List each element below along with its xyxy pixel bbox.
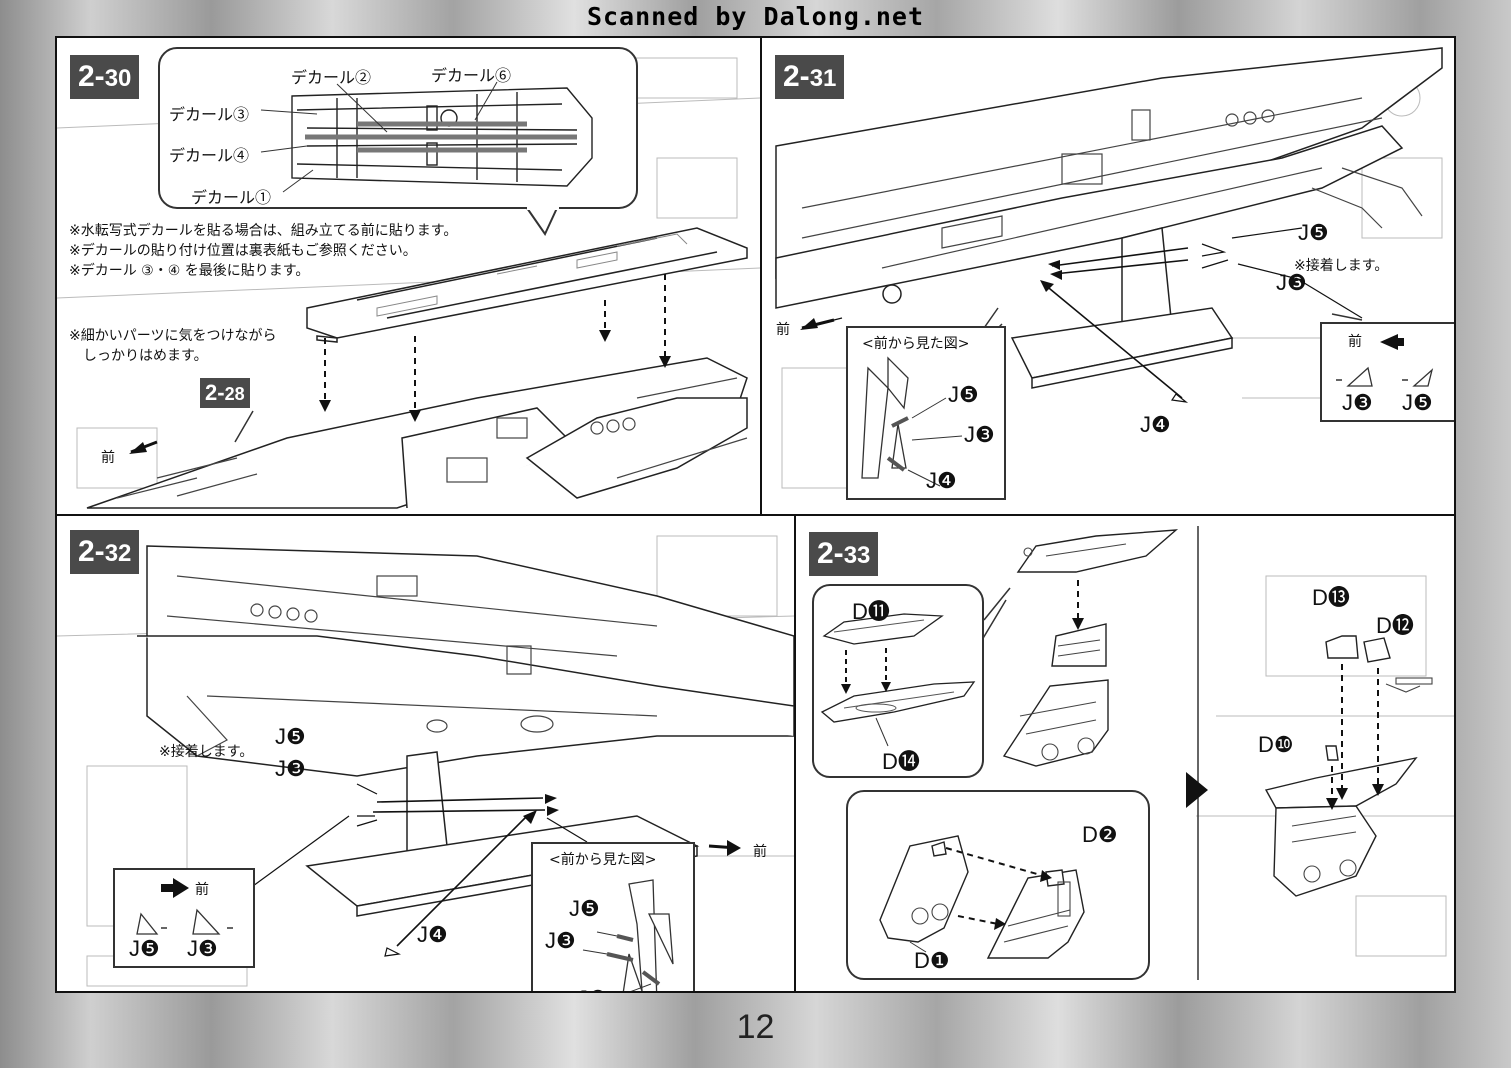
part-j4-label: J❹ — [417, 922, 448, 947]
decal-note-1: ※水転写式デカールを貼る場合は、組み立てる前に貼ります。 — [69, 223, 458, 239]
part-d13-label: D⓭ — [1312, 585, 1350, 610]
step-number: 2-32 — [70, 530, 140, 574]
part-j3-label: J❸ — [275, 756, 306, 781]
part-orientation-legend: 前 J❺ J❸ — [113, 868, 255, 968]
step-2-31-panel: 2-31 J❺ J❸ J❹ ※接着します。 前 <前から見た図> — [762, 38, 1454, 514]
legend-j5-label: J❺ — [1402, 390, 1433, 415]
step-number-suffix: 31 — [809, 65, 837, 92]
care-note-line-1: ※細かいパーツに気をつけながら — [69, 328, 277, 344]
front-view-title: <前から見た図> — [549, 852, 657, 868]
front-direction-label: 前 — [101, 450, 115, 466]
glue-note: ※接着します。 — [1294, 258, 1389, 274]
step-2-30-illustration — [57, 47, 760, 509]
vertical-divider-bottom — [794, 516, 796, 991]
front-view-j5-label: J❺ — [569, 896, 600, 921]
subassembly-d1-d2-box: D❷ D❶ — [846, 790, 1150, 980]
reference-step-prefix: 2- — [205, 380, 225, 405]
reference-step-badge: 2-28 — [200, 378, 250, 408]
front-view-j5-label: J❺ — [948, 382, 979, 407]
part-j4-label: J❹ — [1140, 412, 1171, 437]
decal-note-2: ※デカールの貼り付け位置は裏表紙もご参照ください。 — [69, 243, 417, 259]
part-d10-label: D❿ — [1258, 732, 1294, 757]
scanner-banner: Scanned by Dalong.net — [586, 2, 925, 31]
part-j5-label: J❺ — [275, 724, 306, 749]
front-view-illustration — [861, 356, 963, 487]
step-number-prefix: 2- — [817, 537, 844, 570]
legend-j3-label: J❸ — [187, 936, 218, 961]
step-2-33-illustration — [981, 526, 1454, 980]
part-j3-label: J❸ — [1276, 270, 1307, 295]
decal-2-label: デカール② — [291, 70, 372, 87]
page-number: 12 — [736, 1008, 775, 1046]
front-view-j4-label: J❹ — [577, 986, 608, 991]
step-2-33-panel: 2-33 D⓫ D⓮ — [796, 516, 1454, 991]
step-number-suffix: 33 — [843, 542, 871, 569]
legend-front-label: 前 — [1348, 334, 1362, 350]
step-2-32-panel: 2-32 J❺ J❸ J❹ ※接着します。 前 前 J❺ J❸ <前から見た図> — [57, 516, 794, 991]
horizontal-divider — [57, 514, 1454, 516]
step-number-prefix: 2- — [783, 60, 810, 93]
subassembly-illustration — [879, 835, 1085, 959]
decal-4-label: デカール④ — [169, 148, 250, 165]
step-2-31-illustration — [775, 47, 1454, 489]
front-view-title: <前から見た図> — [862, 336, 970, 352]
step-number: 2-31 — [775, 55, 845, 99]
decal-note-3: ※デカール ③・④ を最後に貼ります。 — [69, 263, 310, 279]
subassembly-illustration — [820, 613, 976, 747]
step-number: 2-33 — [809, 532, 879, 576]
front-view-j4-label: J❹ — [926, 468, 957, 493]
step-number-prefix: 2- — [78, 60, 105, 93]
part-d12-label: D⓬ — [1376, 613, 1414, 638]
front-view-j3-label: J❸ — [964, 422, 995, 447]
step-number-suffix: 32 — [104, 540, 132, 567]
step-2-32-illustration — [57, 535, 794, 987]
instruction-page-frame: 2-30 デカール② デカール⑥ デカール③ デカール④ デカール① ※水転写式… — [55, 36, 1456, 993]
decal-3-label: デカール③ — [169, 107, 250, 124]
legend-j3-label: J❸ — [1342, 390, 1373, 415]
part-d11-label: D⓫ — [852, 599, 890, 624]
step-2-30-panel: 2-30 デカール② デカール⑥ デカール③ デカール④ デカール① ※水転写式… — [57, 38, 760, 514]
front-direction-label: 前 — [776, 322, 790, 338]
part-d1-label: D❶ — [914, 948, 950, 973]
part-d14-label: D⓮ — [882, 749, 920, 774]
legend-illustration — [136, 878, 233, 935]
step-number-prefix: 2- — [78, 535, 105, 568]
decal-leader-lines — [260, 81, 498, 193]
front-direction-label: 前 — [753, 844, 767, 860]
part-j5-label: J❺ — [1298, 220, 1329, 245]
front-view-illustration — [582, 879, 674, 991]
front-view-box: <前から見た図> J❺ J❸ J❹ — [531, 842, 695, 991]
glue-note: ※接着します。 — [159, 744, 254, 760]
step-number-suffix: 30 — [104, 65, 132, 92]
legend-j5-label: J❺ — [129, 936, 160, 961]
legend-front-label: 前 — [195, 882, 209, 898]
decal-1-label: デカール① — [191, 190, 272, 207]
vertical-divider-top — [760, 38, 762, 514]
part-orientation-legend: 前 J❸ J❺ — [1320, 322, 1454, 422]
care-note-line-2: しっかりはめます。 — [83, 348, 208, 364]
step-number: 2-30 — [70, 55, 140, 99]
subassembly-d11-d14-box: D⓫ D⓮ — [812, 584, 984, 778]
legend-illustration — [1336, 334, 1434, 387]
part-d2-label: D❷ — [1082, 822, 1118, 847]
front-view-j3-label: J❸ — [545, 928, 576, 953]
front-view-box: <前から見た図> J❺ J❸ J❹ — [846, 326, 1006, 500]
next-step-arrow-icon — [1186, 772, 1208, 808]
reference-step-suffix: 28 — [224, 384, 245, 404]
decal-6-label: デカール⑥ — [431, 68, 512, 85]
